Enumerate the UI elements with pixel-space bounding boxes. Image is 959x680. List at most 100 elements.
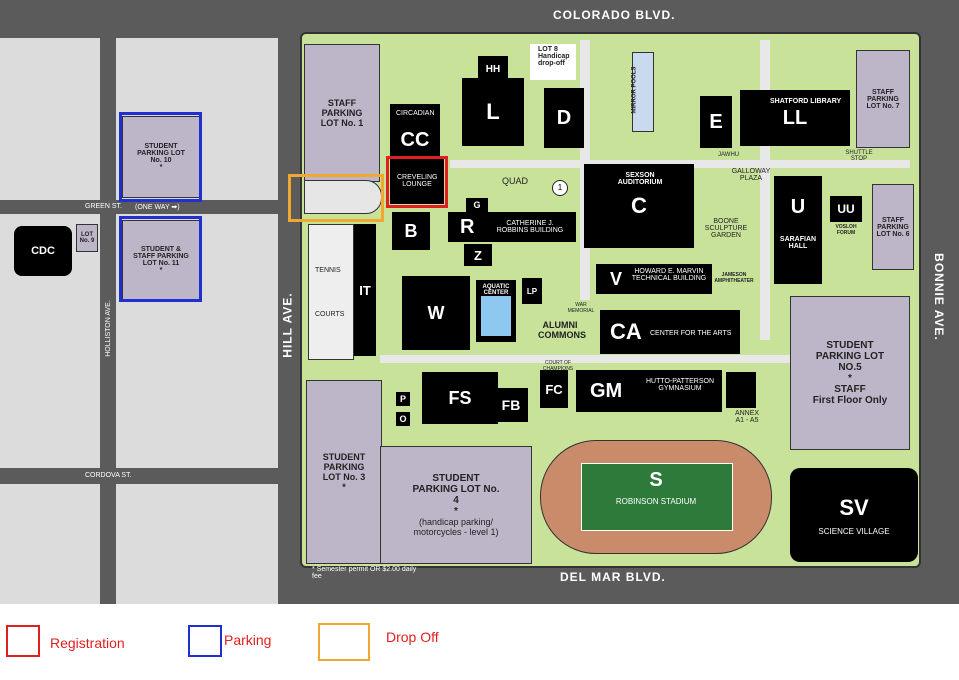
staff-parking-lot-1: STAFF PARKING LOT No. 1 <box>304 44 380 182</box>
building-l[interactable]: L <box>462 78 524 146</box>
building-c-label: C <box>631 193 647 218</box>
building-v-label: V <box>610 268 623 289</box>
student-parking-lot-5: STUDENT PARKING LOT NO.5 * STAFF First F… <box>790 296 910 450</box>
aquatic-center[interactable]: AQUATIC CENTER <box>476 280 516 342</box>
building-fs[interactable]: FS <box>422 372 498 424</box>
colorado-blvd-label: COLORADO BLVD. <box>553 8 676 22</box>
city-block <box>0 38 100 200</box>
shuttle-stop-label: SHUTTLE STOP <box>845 150 873 162</box>
building-z[interactable]: Z <box>464 244 492 266</box>
building-it[interactable]: IT <box>354 224 376 356</box>
galloway-plaza-label: GALLOWAY PLAZA <box>731 168 771 182</box>
lot-5-floor-label: First Floor Only <box>812 395 888 406</box>
holliston-ave-label: HOLLISTON AVE. <box>104 300 112 357</box>
building-d[interactable]: D <box>544 88 584 148</box>
building-fs-label: FS <box>448 387 472 408</box>
lot-8: LOT 8 Handicap drop-off <box>530 44 576 80</box>
building-g-label: G <box>473 200 481 210</box>
lot-9: LOT No. 9 <box>76 224 98 252</box>
robinson-stadium-track[interactable]: S ROBINSON STADIUM <box>540 440 772 554</box>
hill-ave-label: HILL AVE. <box>280 292 295 358</box>
science-village-label: SCIENCE VILLAGE <box>818 526 890 536</box>
aquatic-center-label: AQUATIC CENTER <box>482 284 510 296</box>
marker-1-icon: 1 <box>552 180 568 196</box>
building-e-label: E <box>709 110 723 133</box>
lot-4-note: (handicap parking/ motorcycles - level 1… <box>413 517 499 537</box>
green-st-label: GREEN ST. <box>85 203 122 210</box>
bonnie-ave-label: BONNIE AVE. <box>931 253 946 341</box>
building-fc[interactable]: FC <box>540 370 568 408</box>
building-fc-label: FC <box>545 381 563 397</box>
court-of-champions-label: COURT OF CHAMPIONS <box>542 360 574 372</box>
staff-parking-lot-6: STAFF PARKING LOT No. 6 <box>872 184 914 270</box>
building-r[interactable]: R <box>448 212 576 242</box>
building-p[interactable]: P <box>396 392 410 406</box>
lot-9-label: LOT No. 9 <box>79 232 95 244</box>
building-fb-label: FB <box>501 397 521 413</box>
mirror-pools-label: MIRROR POOLS <box>631 66 638 114</box>
annex-building[interactable] <box>726 372 756 408</box>
building-uu-label: UU <box>837 202 855 216</box>
building-o[interactable]: O <box>396 412 410 426</box>
city-block <box>116 484 278 604</box>
permit-star: * <box>159 267 163 274</box>
building-ca[interactable]: CA <box>600 310 740 354</box>
lot-6-label: STAFF PARKING LOT No. 6 <box>876 216 910 238</box>
permit-star: * <box>454 506 458 517</box>
legend-parking-label: Parking <box>224 632 272 648</box>
building-lp[interactable]: LP <box>522 278 542 304</box>
permit-star: * <box>342 482 346 492</box>
war-memorial-label: WAR MEMORIAL <box>567 302 595 314</box>
building-e[interactable]: E <box>700 96 732 148</box>
building-p-label: P <box>399 394 406 404</box>
student-parking-lot-4: STUDENT PARKING LOT No. 4 * (handicap pa… <box>380 446 532 564</box>
sexson-auditorium-label: SEXSON AUDITORIUM <box>617 172 663 186</box>
registration-highlight <box>386 156 448 208</box>
legend-parking-swatch <box>188 625 222 657</box>
courts-label: COURTS <box>315 311 345 318</box>
catherine-robbins-building-label: CATHERINE J. ROBBINS BUILDING <box>496 220 564 234</box>
building-hh[interactable]: HH <box>478 56 508 82</box>
legend-dropoff-label: Drop Off <box>386 629 439 645</box>
jameson-amphitheater-label: JAMESON AMPHITHEATER <box>714 272 754 284</box>
building-cc[interactable]: CC <box>390 104 440 156</box>
mirror-pools: MIRROR POOLS <box>632 52 654 132</box>
circadian-label: CIRCADIAN <box>396 110 435 117</box>
building-l-label: L <box>486 99 500 124</box>
staff-parking-lot-7: STAFF PARKING LOT No. 7 <box>856 50 910 148</box>
creveling-lounge[interactable]: CREVELING LOUNGE <box>390 158 444 204</box>
building-uu[interactable]: UU <box>830 196 862 222</box>
lot-11-label: STUDENT & STAFF PARKING LOT No. 11 <box>133 246 189 267</box>
parking-highlight-lot-10 <box>119 112 202 202</box>
dropoff-highlight <box>288 174 384 222</box>
vosloh-forum-label: VOSLOH FORUM <box>835 224 857 236</box>
robinson-stadium-label: ROBINSON STADIUM <box>615 497 697 506</box>
building-sv[interactable]: SV SCIENCE VILLAGE <box>790 468 918 562</box>
building-u-label: U <box>790 196 806 218</box>
building-sv-label: SV <box>839 494 869 520</box>
pool <box>481 296 511 336</box>
building-b-label: B <box>404 220 418 241</box>
one-way-label: (ONE WAY ➡) <box>135 204 180 211</box>
building-v[interactable]: V <box>596 264 712 294</box>
building-ll[interactable]: LL <box>740 90 850 146</box>
permit-star: * <box>159 164 163 171</box>
lot-8-label: LOT 8 Handicap drop-off <box>538 46 570 67</box>
building-w-label: W <box>427 302 445 323</box>
alumni-commons-label: ALUMNI COMMONS <box>538 320 586 340</box>
building-cdc[interactable]: CDC <box>14 226 72 276</box>
building-ll-label: LL <box>782 106 808 129</box>
building-w[interactable]: W <box>402 276 470 350</box>
legend-registration-label: Registration <box>50 635 125 651</box>
building-cc-label: CC <box>400 129 430 151</box>
building-gm[interactable]: GM <box>576 370 722 412</box>
building-fb[interactable]: FB <box>494 388 528 422</box>
sarafian-hall-label: SARAFIAN HALL <box>779 236 817 250</box>
building-cdc-label: CDC <box>31 245 55 257</box>
building-b[interactable]: B <box>392 212 430 250</box>
building-c[interactable]: C <box>584 164 694 248</box>
building-g[interactable]: G <box>466 198 488 212</box>
building-u[interactable]: U <box>774 176 822 284</box>
creveling-lounge-label: CREVELING LOUNGE <box>397 174 438 188</box>
lot-5-staff-label: STAFF <box>834 384 866 395</box>
